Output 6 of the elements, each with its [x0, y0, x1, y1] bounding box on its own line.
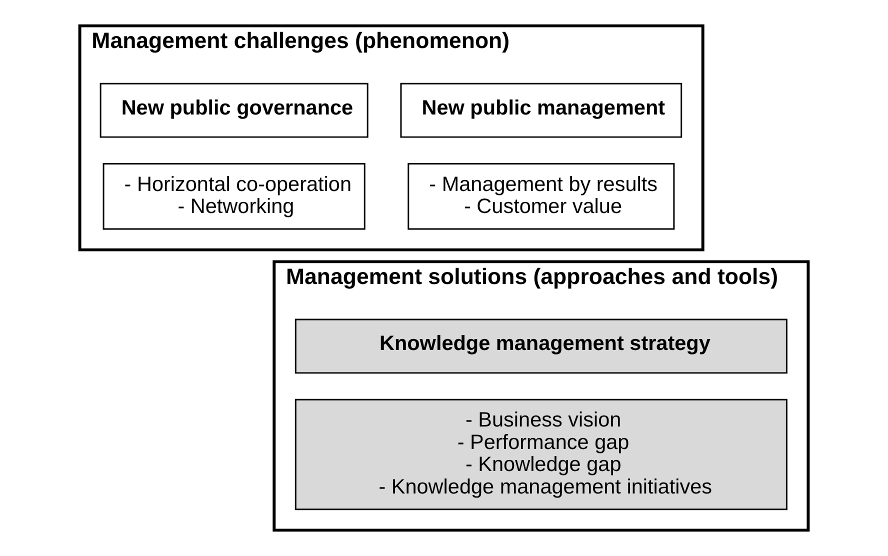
node-box: - Management by results - Customer value [408, 163, 675, 230]
node-box: New public management [400, 82, 682, 138]
node-box: Knowledge management strategy [294, 318, 788, 374]
node-box: - Horizontal co-operation - Networking [102, 163, 366, 230]
node-box: - Business vision - Performance gap - Knowledge gap - Knowledge management initiatives [294, 398, 788, 510]
node-box: New public governance [100, 82, 368, 138]
